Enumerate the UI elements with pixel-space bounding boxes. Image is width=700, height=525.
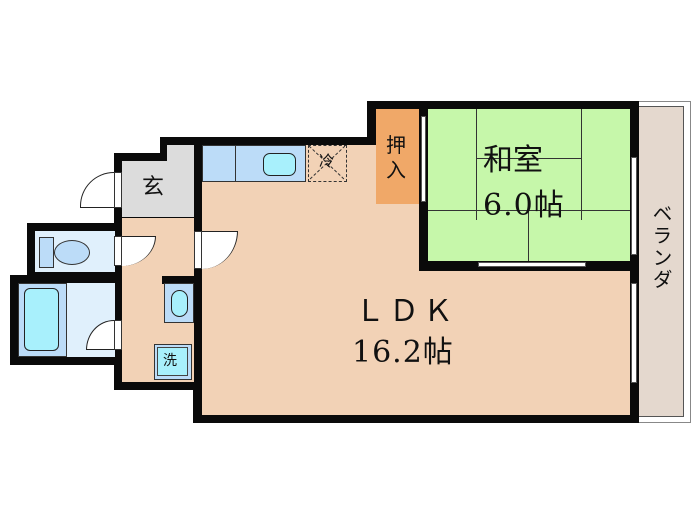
room-washitsu bbox=[428, 109, 630, 261]
window-washitsu-south bbox=[478, 262, 586, 267]
room-oshiire bbox=[376, 109, 419, 204]
tatami-line bbox=[528, 210, 529, 261]
tatami-line bbox=[581, 109, 582, 220]
entrance-door[interactable] bbox=[80, 172, 114, 208]
toilet-tank bbox=[39, 237, 54, 268]
washer-label: 洗 bbox=[163, 353, 177, 369]
balcony-label: ベランダ bbox=[649, 203, 673, 291]
ldk-name: ＬＤＫ bbox=[355, 294, 457, 329]
kitchen-divider bbox=[235, 145, 236, 182]
tatami-line bbox=[428, 210, 630, 211]
washitsu-name: 和室 bbox=[483, 143, 543, 178]
refrigerator-label: 冷 bbox=[319, 152, 335, 170]
ldk-door-gap bbox=[194, 231, 202, 269]
washitsu-size: 6.0帖 bbox=[483, 188, 565, 223]
wall-basin bbox=[162, 276, 202, 284]
ldk-size: 16.2帖 bbox=[352, 335, 454, 370]
entrance-door-gap bbox=[114, 172, 122, 208]
oshiire-label-1: 押 bbox=[386, 133, 406, 157]
refrigerator-x-icon bbox=[309, 146, 345, 180]
refrigerator-space: 冷 bbox=[308, 145, 347, 182]
room-genkan bbox=[122, 161, 194, 217]
wash-basin-bowl bbox=[171, 290, 188, 317]
room-genkan-upper bbox=[167, 145, 194, 165]
washer-space: 洗 bbox=[154, 344, 192, 380]
kitchen-sink bbox=[263, 153, 296, 176]
washer-inner bbox=[157, 347, 188, 376]
tatami-line bbox=[476, 109, 477, 220]
window-oshiire bbox=[421, 116, 426, 202]
toilet-bowl bbox=[54, 240, 90, 265]
toilet-door-gap bbox=[114, 236, 122, 266]
window-washitsu-east bbox=[631, 157, 637, 255]
bathtub-inner bbox=[24, 288, 59, 351]
genkan-label: 玄 bbox=[142, 175, 165, 200]
window-ldk-east bbox=[631, 283, 637, 383]
bath-door-gap bbox=[114, 320, 122, 350]
tatami-line bbox=[476, 158, 581, 159]
oshiire-label-2: 入 bbox=[386, 158, 406, 182]
